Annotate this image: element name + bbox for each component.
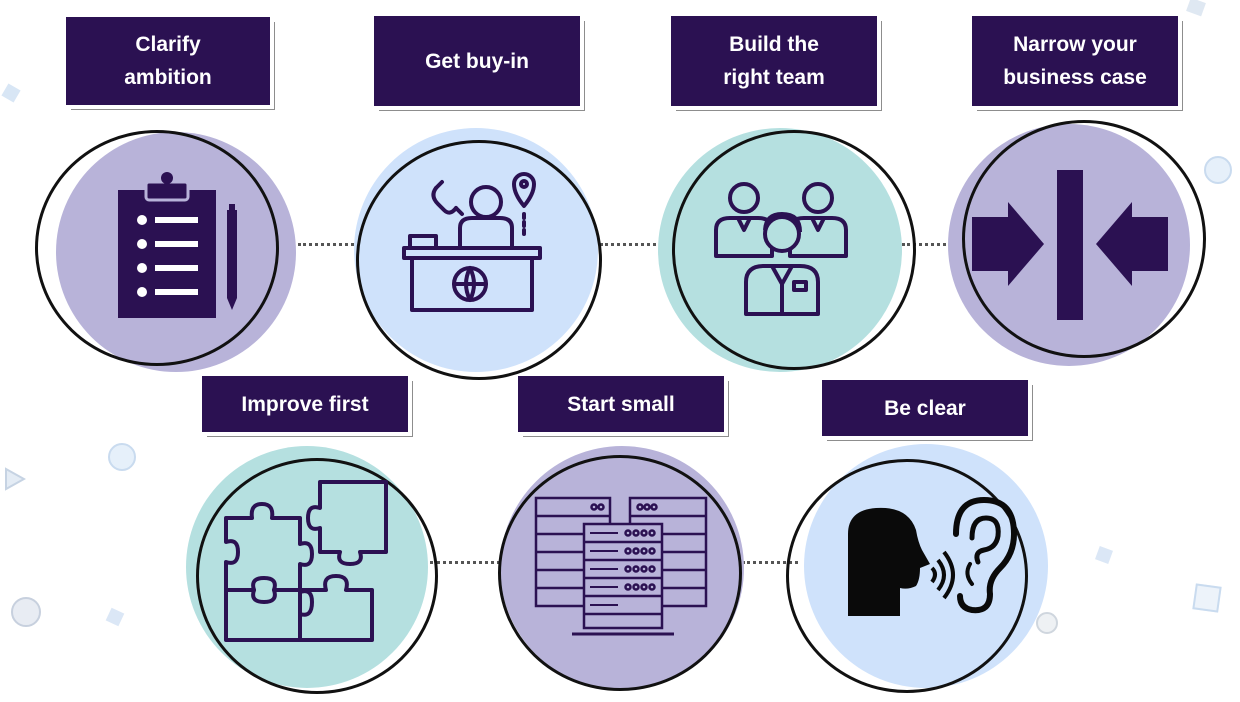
clipboard-list-icon [118, 172, 237, 318]
connector-dots [298, 243, 354, 246]
icon-ring [35, 130, 279, 366]
team-icon [714, 182, 848, 316]
decorative-square [1095, 546, 1113, 564]
decorative-square [1, 83, 21, 103]
icon-ring [786, 459, 1028, 693]
step-label: Improve first [202, 376, 408, 432]
step-label: Get buy-in [374, 16, 580, 106]
icon-ring [672, 130, 916, 370]
decorative-triangle [5, 467, 26, 491]
decorative-square [105, 607, 125, 627]
decorative-circle [108, 443, 136, 471]
connector-dots [430, 561, 500, 564]
speaking-listening-icon [848, 496, 1018, 616]
decorative-square [1186, 0, 1206, 17]
decorative-square [1192, 583, 1222, 613]
step-label: Clarify ambition [66, 17, 270, 105]
connector-dots [600, 243, 656, 246]
decorative-circle [1204, 156, 1232, 184]
converging-arrows-icon [972, 170, 1168, 320]
icon-ring [356, 140, 602, 380]
step-label: Be clear [822, 380, 1028, 436]
step-label: Build the right team [671, 16, 877, 106]
reception-desk-icon [402, 172, 542, 312]
connector-dots [742, 561, 798, 564]
icon-ring [196, 458, 438, 694]
decorative-circle [1036, 612, 1058, 634]
icon-ring [498, 455, 742, 691]
step-label: Narrow your business case [972, 16, 1178, 106]
puzzle-icon [224, 480, 388, 642]
connector-dots [902, 243, 958, 246]
icon-ring [962, 120, 1206, 358]
server-racks-icon [534, 496, 708, 636]
step-label: Start small [518, 376, 724, 432]
decorative-circle [11, 597, 41, 627]
